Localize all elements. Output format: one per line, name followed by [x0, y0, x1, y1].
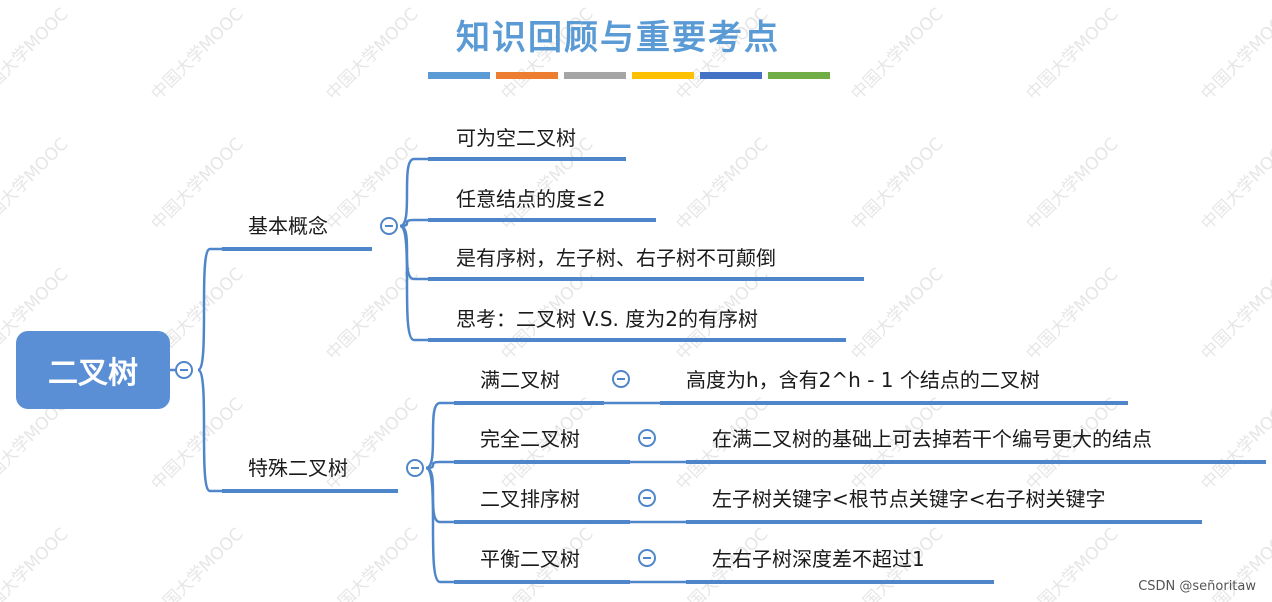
leaf-complete-underline: [454, 460, 630, 464]
color-bar-4: [632, 72, 694, 79]
detail-bst-underline: [686, 520, 1202, 524]
connector-curve: [424, 466, 454, 584]
color-bar-3: [564, 72, 626, 79]
leaf-full-binary-tree[interactable]: 满二叉树: [480, 368, 560, 392]
leaf-binary-search-tree[interactable]: 二叉排序树: [480, 487, 580, 511]
leaf-basic-3[interactable]: 是有序树，左子树、右子树不可颠倒: [456, 246, 776, 270]
leaf-basic-4[interactable]: 思考：二叉树 V.S. 度为2的有序树: [456, 307, 758, 331]
collapse-icon-complete[interactable]: [638, 429, 656, 447]
leaf-balanced-binary-tree[interactable]: 平衡二叉树: [480, 547, 580, 571]
connector-curve: [425, 401, 454, 470]
root-node[interactable]: 二叉树: [16, 331, 170, 409]
collapse-icon-balanced[interactable]: [638, 549, 656, 567]
leaf-basic-4-underline: [428, 338, 846, 342]
credit-text: CSDN @señoritaw: [1138, 579, 1256, 594]
leaf-basic-2-underline: [428, 218, 656, 222]
detail-binary-search-tree: 左子树关键字<根节点关键字<右子树关键字: [712, 487, 1106, 511]
color-bar-5: [700, 72, 762, 79]
color-bar-1: [428, 72, 490, 79]
collapse-icon-bst[interactable]: [638, 489, 656, 507]
branch-special-underline: [222, 489, 398, 493]
connector-curve: [196, 368, 222, 493]
color-bar-6: [768, 72, 830, 79]
leaf-balanced-underline: [454, 580, 630, 584]
detail-complete-underline: [686, 460, 1266, 464]
detail-full-binary-tree: 高度为h，含有2^h - 1 个结点的二叉树: [686, 368, 1040, 392]
leaf-basic-2[interactable]: 任意结点的度≤2: [456, 187, 606, 211]
connector-curve: [196, 247, 222, 372]
connector-curve: [399, 157, 428, 228]
leaf-basic-3-underline: [428, 277, 864, 281]
color-bar-2: [496, 72, 558, 79]
collapse-icon-basic[interactable]: [380, 217, 398, 235]
collapse-icon-special[interactable]: [406, 459, 424, 477]
connector-curve: [398, 224, 428, 342]
leaf-full-underline: [454, 401, 604, 405]
branch-basic-underline: [222, 247, 372, 251]
collapse-icon-full[interactable]: [612, 370, 630, 388]
collapse-icon-root[interactable]: [175, 361, 193, 379]
leaf-basic-1[interactable]: 可为空二叉树: [456, 126, 576, 150]
page-title: 知识回顾与重要考点: [456, 18, 780, 58]
branch-basic-concepts[interactable]: 基本概念: [248, 214, 328, 238]
detail-balanced-underline: [686, 580, 994, 584]
detail-balanced-binary-tree: 左右子树深度差不超过1: [712, 547, 925, 571]
detail-complete-binary-tree: 在满二叉树的基础上可去掉若干个编号更大的结点: [712, 427, 1152, 451]
leaf-complete-binary-tree[interactable]: 完全二叉树: [480, 427, 580, 451]
leaf-bst-underline: [454, 520, 630, 524]
leaf-basic-1-underline: [428, 157, 626, 161]
connector-curve: [399, 218, 428, 228]
detail-full-underline: [660, 401, 1128, 405]
branch-special-trees[interactable]: 特殊二叉树: [248, 456, 348, 480]
connector-curve: [425, 460, 454, 470]
